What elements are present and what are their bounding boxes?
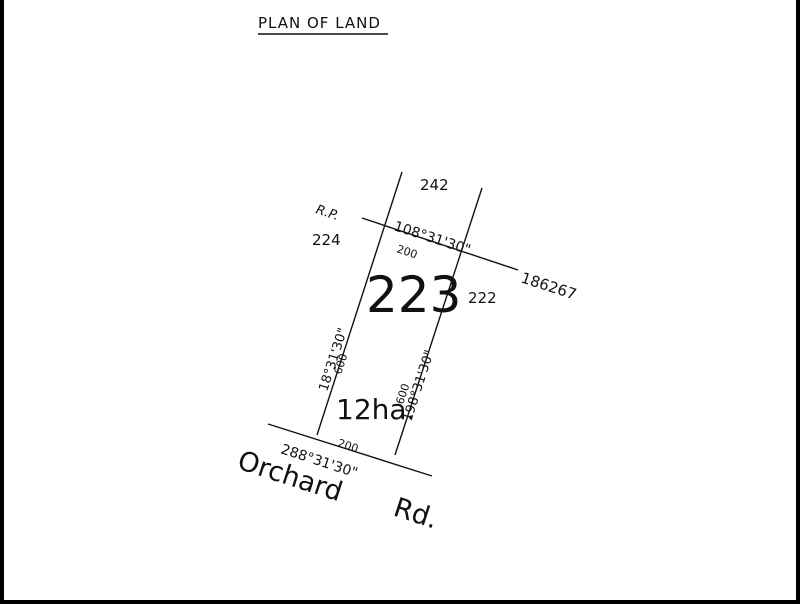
adjoining-lot-west: 224 — [312, 231, 341, 249]
east-length-label: 600 — [393, 382, 412, 406]
lot-boundaries — [267, 171, 519, 477]
adjoining-lot-east: 222 — [468, 289, 497, 307]
lot-number: 223 — [366, 266, 461, 324]
plan-reference-prefix: R.P. — [314, 203, 341, 224]
east-boundary-line — [394, 187, 483, 456]
north-boundary-line — [361, 217, 519, 271]
adjoining-lot-north: 242 — [420, 176, 449, 194]
north-length-label: 200 — [395, 242, 419, 261]
paper — [4, 0, 796, 600]
lot-area: 12ha. — [336, 393, 415, 426]
plan-title: PLAN OF LAND — [258, 14, 381, 32]
west-boundary-line — [316, 171, 403, 436]
south-length-label: 200 — [336, 436, 360, 455]
south-boundary-line — [267, 423, 433, 477]
west-length-label: 600 — [331, 352, 350, 376]
